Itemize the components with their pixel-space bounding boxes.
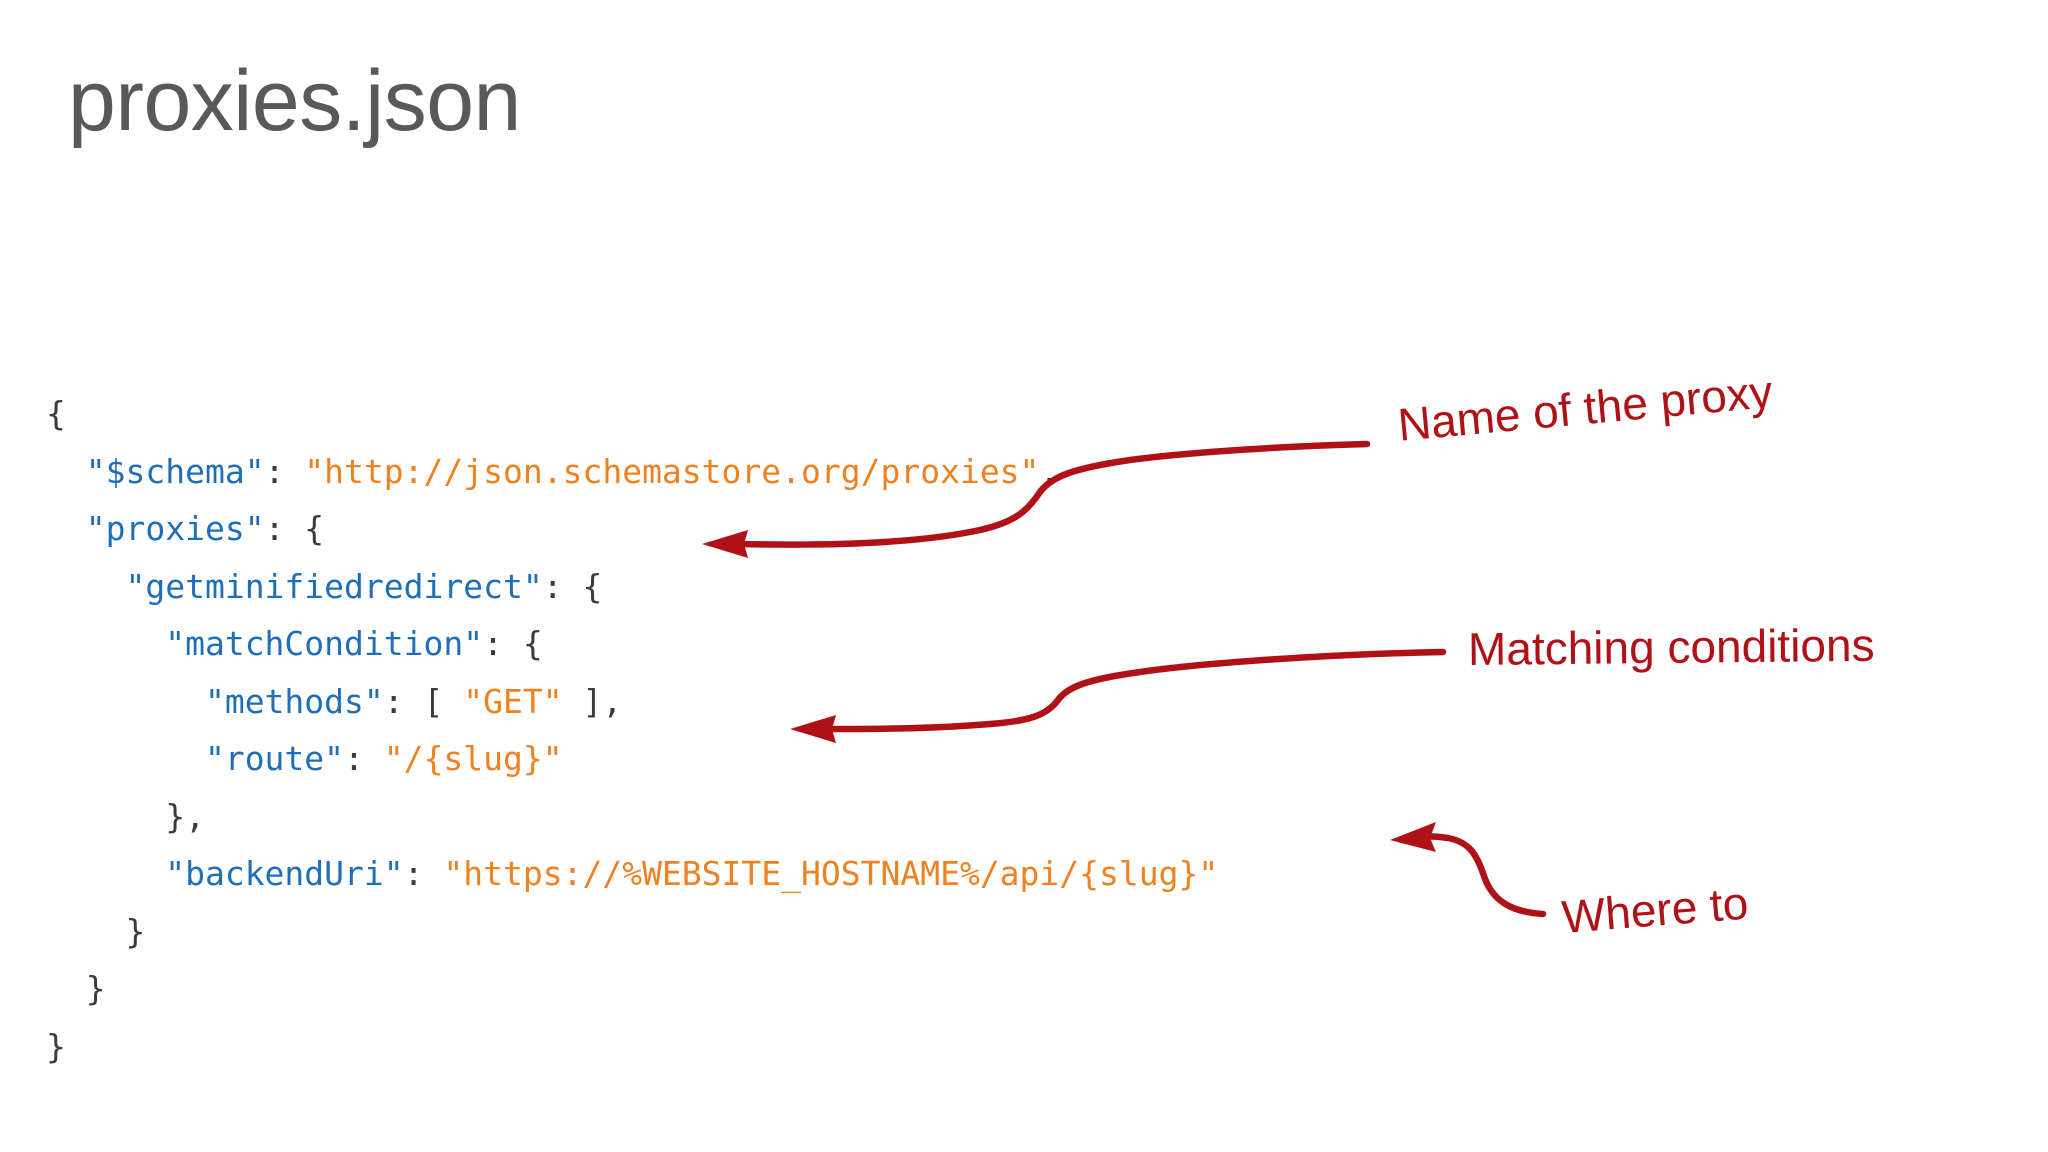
- code-token-key: "route": [204, 739, 345, 778]
- code-token-key: "backendUri": [165, 854, 404, 893]
- code-token-key: "$schema": [85, 451, 265, 491]
- code-token-punct: ,: [1039, 451, 1060, 491]
- code-block-proxies-json: { "$schema": "http://json.schemastore.or…: [46, 385, 1218, 1075]
- code-token-punct: }: [125, 911, 146, 951]
- code-indent: [46, 969, 86, 1008]
- code-line: "backendUri": "https://%WEBSITE_HOSTNAME…: [46, 845, 1218, 903]
- code-indent: [46, 739, 205, 778]
- code-token-key: "methods": [204, 681, 384, 721]
- code-token-punct: :: [344, 739, 384, 778]
- code-indent: [46, 509, 86, 548]
- code-token-str: "http://json.schemastore.org/proxies": [304, 451, 1040, 491]
- code-token-str: "https://%WEBSITE_HOSTNAME%/api/{slug}": [443, 854, 1219, 893]
- code-line: "getminifiedredirect": {: [46, 558, 1218, 616]
- code-token-punct: : {: [264, 509, 325, 548]
- code-line: }: [46, 960, 1218, 1018]
- code-line: "$schema": "http://json.schemastore.org/…: [46, 443, 1218, 501]
- code-token-key: "getminifiedredirect": [125, 566, 543, 606]
- code-line: {: [46, 385, 1218, 443]
- annotation-arrow-where-to: [1390, 822, 1547, 918]
- code-indent: [46, 567, 125, 606]
- code-token-punct: }: [85, 969, 106, 1008]
- code-token-str: "/{slug}": [383, 739, 563, 778]
- code-token-punct: :: [403, 854, 444, 893]
- code-line: "route": "/{slug}": [46, 730, 1218, 788]
- code-indent: [46, 624, 165, 663]
- code-line: "methods": [ "GET" ],: [46, 673, 1218, 731]
- code-indent: [46, 797, 165, 836]
- code-token-punct: {: [46, 394, 66, 433]
- code-token-punct: : [: [383, 681, 464, 721]
- code-token-punct: : {: [483, 624, 543, 663]
- code-token-punct: : {: [542, 566, 603, 606]
- code-line: }: [46, 1018, 1218, 1076]
- code-line: "proxies": {: [46, 500, 1218, 558]
- annotation-label-name-of-the-proxy: Name of the proxy: [1395, 365, 1775, 451]
- annotation-label-where-to: Where to: [1559, 876, 1751, 943]
- code-token-str: "GET": [463, 681, 563, 721]
- code-line: "matchCondition": {: [46, 615, 1218, 673]
- code-token-key: "matchCondition": [165, 624, 484, 663]
- code-token-punct: :: [264, 451, 305, 491]
- annotation-label-matching-conditions: Matching conditions: [1467, 618, 1875, 675]
- code-token-punct: ],: [562, 681, 623, 721]
- code-token-key: "proxies": [85, 509, 265, 548]
- code-indent: [46, 682, 205, 721]
- page-title: proxies.json: [68, 53, 521, 149]
- code-token-punct: }: [46, 1026, 66, 1066]
- code-line: },: [46, 788, 1218, 846]
- code-line: }: [46, 903, 1218, 961]
- code-indent: [46, 912, 125, 951]
- code-indent: [46, 854, 165, 893]
- code-indent: [46, 452, 86, 491]
- code-token-punct: },: [165, 796, 205, 836]
